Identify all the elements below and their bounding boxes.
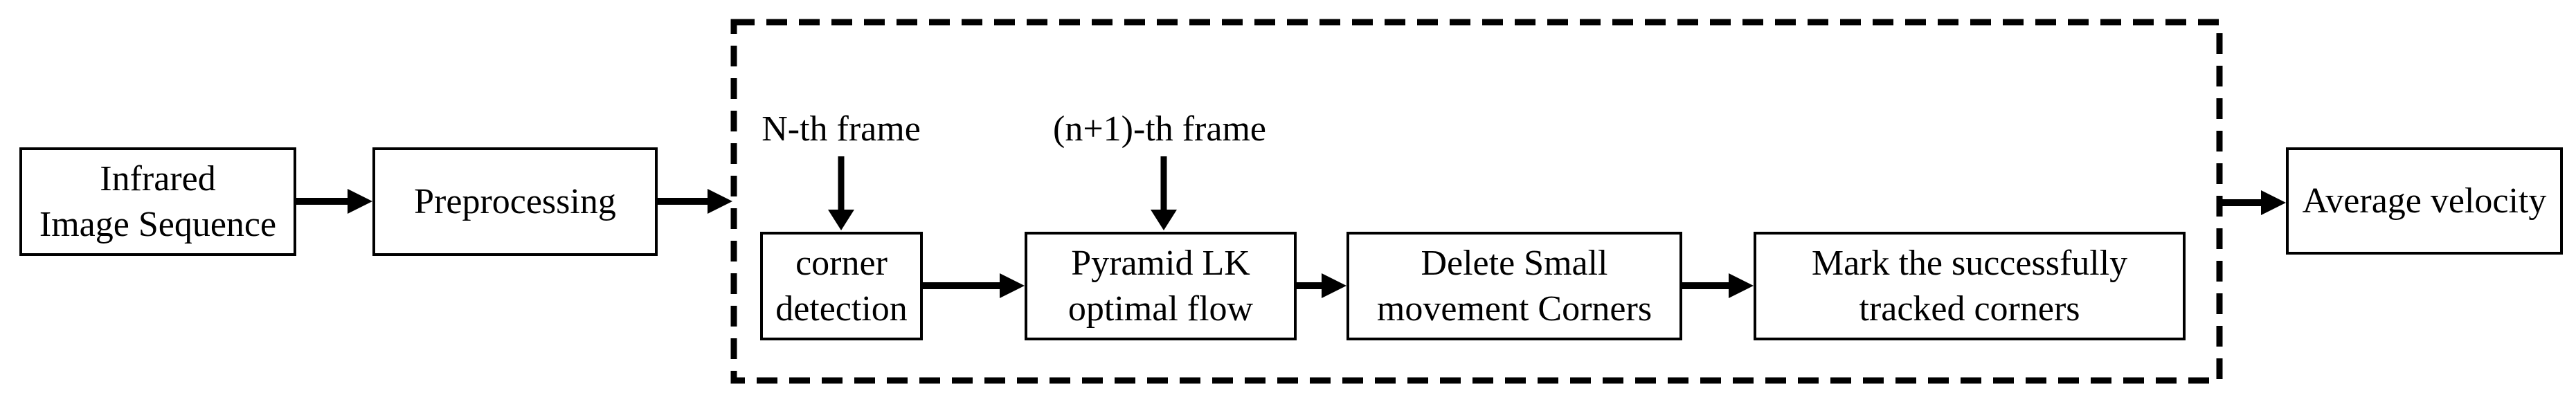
arrow-shaft bbox=[1160, 156, 1167, 212]
node-delete-small-movement-corners: Delete Small movement Corners bbox=[1346, 232, 1682, 340]
arrow-head-icon bbox=[2261, 190, 2286, 215]
node-mark-tracked-corners: Mark the successfully tracked corners bbox=[1754, 232, 2186, 340]
arrow-shaft bbox=[838, 156, 845, 212]
arrow-infrared-to-preprocessing bbox=[296, 189, 372, 214]
arrow-shaft bbox=[1297, 282, 1326, 289]
arrow-preprocessing-to-tracking-group bbox=[658, 189, 732, 214]
arrow-shaft bbox=[1682, 282, 1733, 289]
arrow-shaft bbox=[2220, 199, 2265, 206]
node-pyramid-lk-optimal-flow: Pyramid LK optimal flow bbox=[1025, 232, 1297, 340]
node-infrared-image-sequence: Infrared Image Sequence bbox=[19, 147, 296, 256]
arrow-shaft bbox=[923, 282, 1004, 289]
tracking-group-border-rect bbox=[730, 19, 2223, 384]
arrow-head-icon bbox=[348, 189, 372, 214]
arrow-head-icon bbox=[708, 189, 732, 214]
arrow-head-icon bbox=[1000, 273, 1025, 298]
arrow-nth-frame-to-corner-detection bbox=[827, 156, 855, 230]
arrow-head-icon bbox=[1151, 210, 1177, 230]
arrow-shaft bbox=[296, 198, 352, 205]
arrow-tracking-group-to-average-velocity bbox=[2220, 190, 2286, 215]
arrow-head-icon bbox=[1729, 273, 1754, 298]
arrow-corner-detection-to-pyramid-lk bbox=[923, 273, 1025, 298]
label-n-plus-1-th-frame: (n+1)-th frame bbox=[1053, 109, 1266, 149]
node-corner-detection: corner detection bbox=[760, 232, 923, 340]
tracking-group-border bbox=[730, 19, 2223, 384]
arrow-head-icon bbox=[828, 210, 854, 230]
arrow-pyramid-lk-to-delete-small bbox=[1297, 273, 1346, 298]
arrow-n-plus-1-frame-to-pyramid-lk bbox=[1150, 156, 1178, 230]
node-average-velocity: Average velocity bbox=[2286, 147, 2563, 255]
arrow-shaft bbox=[658, 198, 712, 205]
arrow-delete-small-to-mark-tracked bbox=[1682, 273, 1754, 298]
node-preprocessing: Preprocessing bbox=[372, 147, 658, 256]
label-nth-frame: N-th frame bbox=[762, 109, 921, 149]
arrow-head-icon bbox=[1322, 273, 1346, 298]
